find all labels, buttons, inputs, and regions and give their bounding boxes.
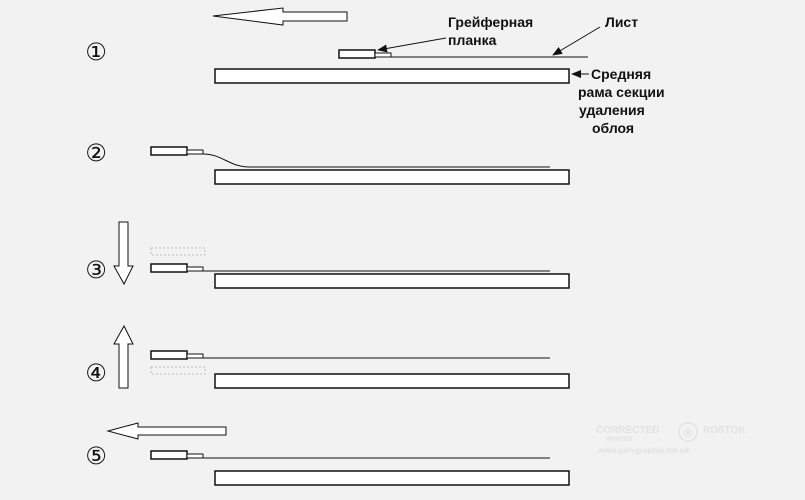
- watermark-line-4: www.polygraphia.me.uk: [597, 446, 690, 455]
- move-up-arrow: [113, 324, 134, 389]
- gripper-jaw: [186, 149, 204, 155]
- frame-label-line-2: рама секции: [578, 84, 665, 100]
- step-number-3: ③: [85, 256, 107, 284]
- step-number-1: ①: [85, 38, 107, 66]
- middle-frame: [214, 68, 570, 84]
- gripper-bar: [150, 263, 188, 273]
- gripper-bar: [338, 49, 376, 59]
- sheet-leader-line: [552, 26, 601, 56]
- watermark: CORRECTED PRINTED ® ROSTOK www.polygraph…: [596, 422, 746, 455]
- step-number-5: ⑤: [85, 442, 107, 470]
- frame-label-line-4: облоя: [592, 120, 634, 136]
- move-left-arrow: [212, 7, 348, 26]
- watermark-line-2: PRINTED: [606, 437, 633, 443]
- gripper-leader-line: [377, 37, 447, 53]
- sheet-line-curved: [202, 153, 550, 168]
- frame-label-line-1: Средняя: [591, 66, 651, 82]
- gripper-label-line-1: Грейферная: [448, 14, 533, 30]
- watermark-symbol: ®: [684, 426, 693, 440]
- sheet-label: Лист: [605, 14, 638, 30]
- move-down-arrow: [113, 221, 134, 286]
- registered-mark-icon: [678, 422, 698, 442]
- step-3: ③: [85, 221, 570, 289]
- gripper-ghost: [150, 247, 206, 256]
- move-left-arrow: [106, 422, 227, 440]
- gripper-bar: [150, 450, 188, 460]
- middle-frame: [214, 373, 570, 389]
- step-5: ⑤: [85, 422, 570, 486]
- step-number-4: ④: [85, 359, 107, 387]
- watermark-line-1: CORRECTED: [596, 425, 659, 436]
- gripper-bar: [150, 350, 188, 360]
- frame-label-line-3: удаления: [579, 102, 645, 118]
- middle-frame: [214, 169, 570, 185]
- step-1: ① Грейферная планка Лист Средняя рама се…: [85, 7, 665, 136]
- gripper-label-line-2: планка: [448, 32, 497, 48]
- gripper-jaw: [186, 453, 204, 459]
- gripper-jaw: [186, 353, 204, 359]
- middle-frame: [214, 273, 570, 289]
- gripper-jaw: [374, 52, 392, 58]
- step-2: ②: [85, 139, 570, 185]
- step-number-2: ②: [85, 139, 107, 167]
- step-4: ④: [85, 324, 570, 389]
- gripper-bar: [150, 146, 188, 156]
- watermark-line-3: ROSTOK: [703, 425, 746, 436]
- gripper-jaw: [186, 266, 204, 272]
- gripper-ghost: [150, 366, 206, 375]
- middle-frame: [214, 470, 570, 486]
